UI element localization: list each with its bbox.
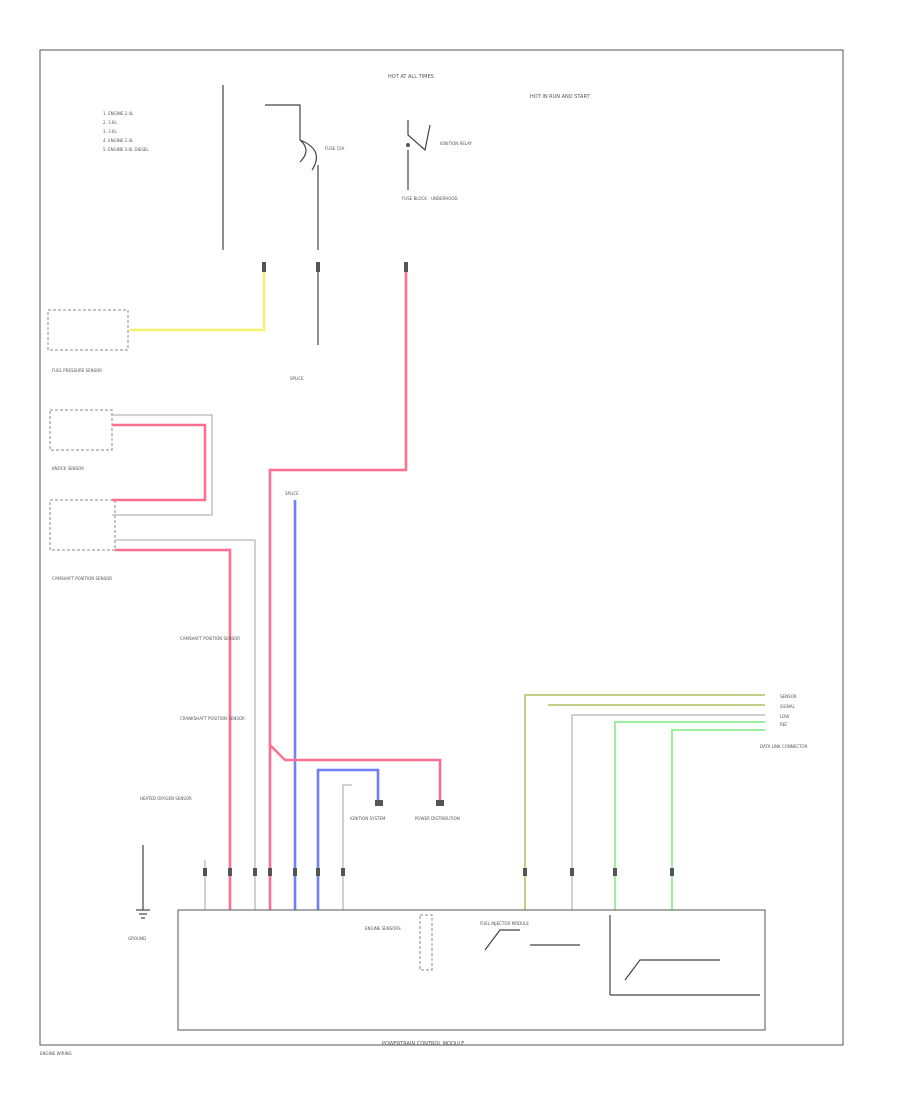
camshaft-label: CAMSHAFT POSITION SENSOR: [180, 636, 240, 641]
note-2: 2. 3.6L: [103, 120, 117, 125]
note-5: 5. ENGINE 3.6L DIESEL: [103, 147, 149, 152]
knock-sensor-label: KNOCK SENSOR: [52, 466, 84, 471]
signal-label-3: LOW: [780, 714, 789, 719]
gray-wire-lower: [115, 539, 256, 910]
note-4: 4. ENGINE 2.4L: [103, 138, 134, 143]
pink-branch-wire: [269, 744, 442, 800]
left-notes: 1. ENGINE 2.4L 2. 3.6L 3. 3.6L 4. ENGINE…: [103, 111, 149, 152]
relay-label: IGNITION RELAY: [440, 141, 473, 146]
gray-wire-center-1: [342, 784, 352, 910]
ground-label: GROUND: [128, 936, 146, 941]
powertrain-module: FUEL INJECTOR MODULE ENGINE SENSORS POWE…: [177, 909, 766, 1047]
right-signal-wires: SENSOR SIGNAL LOW REF DATA LINK CONNECTO…: [524, 694, 808, 910]
pressure-sensor-label: FUEL PRESSURE SENSOR: [52, 368, 102, 373]
engine-sensors-label: ENGINE SENSORS: [365, 926, 401, 931]
bottom-module-title: POWERTRAIN CONTROL MODULE: [382, 1041, 464, 1047]
splice-top-label: SPLICE: [285, 491, 299, 496]
knock-sensor-box: [49, 409, 113, 451]
pink-main-wire: [268, 272, 408, 910]
splice-label: SPLICE: [290, 376, 304, 381]
position-sensor-label: CAMSHAFT POSITION SENSOR: [52, 576, 112, 581]
signal-label-2: SIGNAL: [780, 704, 796, 709]
note-3: 3. 3.6L: [103, 129, 117, 134]
fuse-label: FUSE 15A: [325, 146, 345, 151]
oxygen-label: HEATED OXYGEN SENSOR: [140, 796, 192, 801]
page-footer: ENGINE WIRING: [40, 1051, 72, 1056]
data-link-label: DATA LINK CONNECTOR: [760, 744, 808, 749]
top-center-caption: HOT AT ALL TIMES: [388, 74, 434, 80]
signal-label-4: REF: [780, 722, 788, 727]
fuse-block-label: FUSE BLOCK - UNDERHOOD: [402, 196, 458, 201]
relay-symbol: IGNITION RELAY FUSE BLOCK - UNDERHOOD: [402, 120, 473, 201]
connectors-top: [262, 262, 408, 272]
position-sensor-box: [49, 499, 116, 551]
blue-branch-wire: [316, 768, 380, 910]
pressure-sensor-box: [47, 309, 129, 351]
pink-wire-lower: [115, 548, 232, 910]
top-right-caption: HOT IN RUN AND START: [530, 94, 591, 100]
yellow-wire: [130, 272, 266, 332]
signal-label-1: SENSOR: [780, 694, 797, 699]
note-1: 1. ENGINE 2.4L: [103, 111, 134, 116]
crankshaft-label: CRANKSHAFT POSITION SENSOR: [180, 716, 245, 721]
ignition-system-label: IGNITION SYSTEM: [350, 816, 386, 821]
module-connectors: [203, 868, 674, 876]
page-frame: [39, 49, 844, 1046]
fuse-symbol: FUSE 15A: [265, 104, 345, 250]
injector-module-label: FUEL INJECTOR MODULE: [480, 921, 529, 926]
power-distribution-label: POWER DISTRIBUTION: [415, 816, 460, 821]
pink-wire-upper: [112, 423, 207, 502]
ground-symbol: GROUND: [128, 845, 150, 941]
gray-wire-upper: [112, 414, 213, 516]
